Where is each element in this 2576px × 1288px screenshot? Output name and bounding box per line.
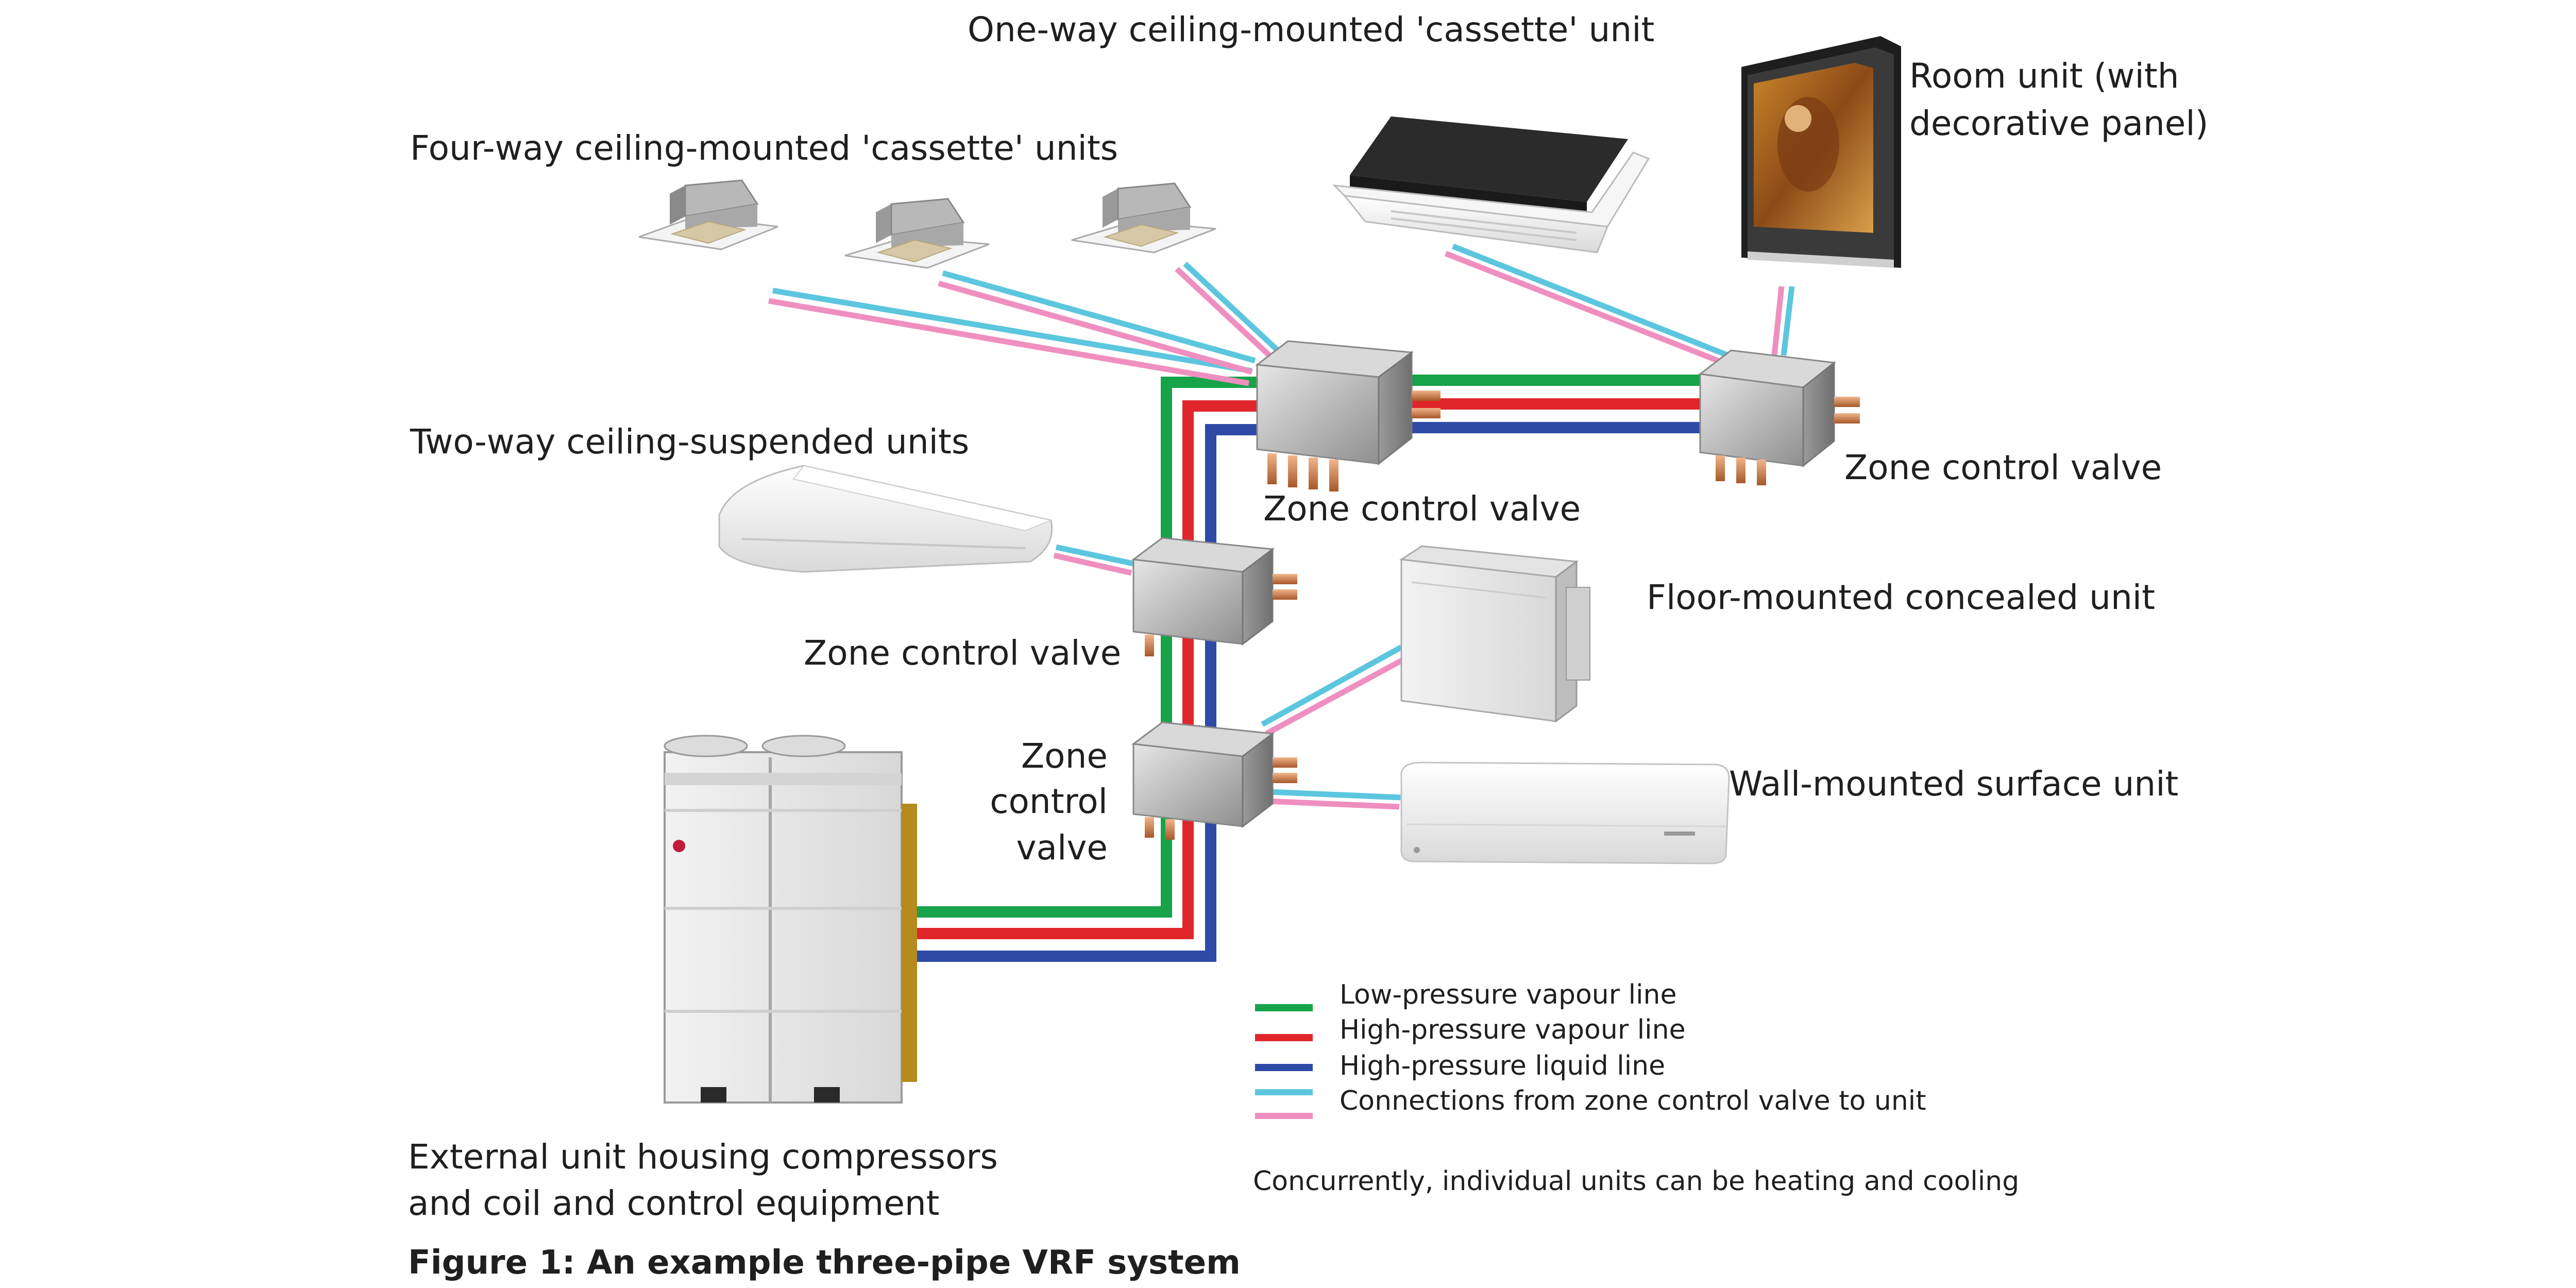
label-wall-unit: Wall-mounted surface unit xyxy=(1729,764,2178,804)
four-way-cassette-unit-3 xyxy=(1071,182,1216,253)
connection-two-way-suspended xyxy=(1053,544,1134,576)
label-room-unit-line1: Room unit (with xyxy=(1909,56,2179,96)
zone-control-valve-right xyxy=(1698,349,1860,485)
connection-four-way-3 xyxy=(1175,261,1280,358)
one-way-cassette-unit xyxy=(1332,116,1650,253)
label-one-way-cassette: One-way ceiling-mounted 'cassette' unit xyxy=(968,10,1654,49)
zone-control-valve-top xyxy=(1255,340,1440,492)
label-two-way-suspended: Two-way ceiling-suspended units xyxy=(410,422,969,462)
connection-four-way-2 xyxy=(938,270,1256,375)
labels: One-way ceiling-mounted 'cassette' unit … xyxy=(408,10,2208,1223)
figure-caption: Figure 1: An example three-pipe VRF syst… xyxy=(408,1244,1241,1282)
room-unit-decorative-panel xyxy=(1741,36,1901,268)
legend-label-high-pressure-vapour: High-pressure vapour line xyxy=(1340,1014,1686,1045)
label-external-unit-line1: External unit housing compressors xyxy=(408,1137,998,1177)
label-floor-unit: Floor-mounted concealed unit xyxy=(1647,578,2155,617)
label-zone-control-valve-right: Zone control valve xyxy=(1844,448,2162,487)
label-zone-control-valve-bottom-1: Zone xyxy=(1021,736,1108,776)
unit-connections xyxy=(768,243,1795,810)
label-zone-control-valve-bottom-2: control xyxy=(990,782,1108,821)
legend-note: Concurrently, individual units can be he… xyxy=(1253,1166,2019,1197)
main-pipes xyxy=(903,375,1700,962)
label-zone-control-valve-bottom-3: valve xyxy=(1016,828,1108,868)
zone-control-valve-middle xyxy=(1131,537,1297,656)
connection-wall-unit xyxy=(1255,788,1402,810)
wall-mounted-surface-unit xyxy=(1400,761,1730,865)
four-way-cassette-unit-1 xyxy=(638,179,778,250)
connection-one-way-cassette xyxy=(1444,243,1743,371)
label-zone-control-valve-middle: Zone control valve xyxy=(804,633,1121,673)
connection-four-way-1 xyxy=(768,287,1252,386)
label-external-unit-line2: and coil and control equipment xyxy=(408,1183,940,1223)
pipe-high-pressure-liquid xyxy=(903,424,1257,962)
connection-room-unit xyxy=(1771,286,1795,356)
label-zone-control-valve-top: Zone control valve xyxy=(1263,489,1581,529)
legend-label-connections: Connections from zone control valve to u… xyxy=(1340,1086,1926,1116)
external-unit xyxy=(664,735,917,1104)
label-room-unit-line2: decorative panel) xyxy=(1909,104,2208,143)
legend-label-high-pressure-liquid: High-pressure liquid line xyxy=(1340,1050,1665,1081)
legend: Low-pressure vapour line High-pressure v… xyxy=(1253,979,2019,1197)
pipe-high-pressure-vapour xyxy=(903,400,1257,939)
floor-mounted-concealed-unit xyxy=(1399,545,1590,723)
legend-label-low-pressure-vapour: Low-pressure vapour line xyxy=(1340,979,1676,1010)
pipe-low-pressure-vapour xyxy=(903,377,1257,918)
label-four-way-cassette: Four-way ceiling-mounted 'cassette' unit… xyxy=(410,128,1118,168)
two-way-suspended-unit xyxy=(718,465,1053,573)
four-way-cassette-unit-2 xyxy=(844,198,990,269)
zone-control-valve-bottom xyxy=(1131,721,1297,840)
connection-floor-unit xyxy=(1261,645,1407,736)
